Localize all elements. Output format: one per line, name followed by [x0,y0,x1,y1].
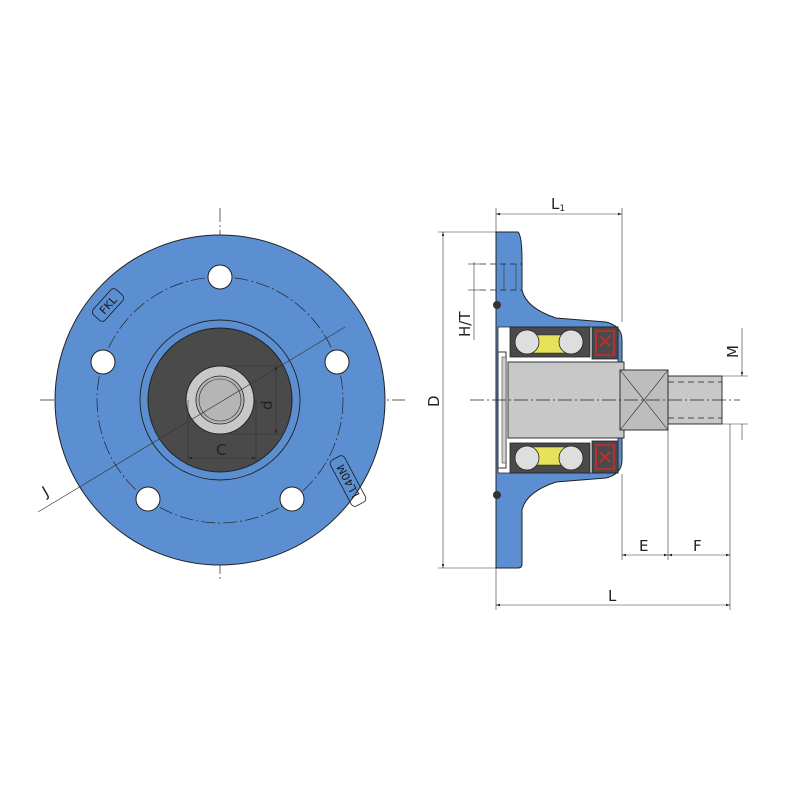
seal-lip [595,330,615,356]
front-view: J d C FKL LL40M [37,208,405,580]
f-label: F [693,537,702,555]
seal-bottom [591,440,619,474]
bolt-holes [90,264,350,512]
m-label: M [724,345,742,358]
shaft-end-inner [195,375,245,425]
lube-point-top [493,301,501,309]
model-stamp-frame [329,455,367,507]
ball [558,445,584,471]
l1-label-sub: 1 [559,204,565,214]
bolt-hole [90,349,116,375]
bolt-hole [279,486,305,512]
bolt-hole [135,486,161,512]
ball-row-bottom [514,445,584,471]
bolt-hole [207,264,233,290]
l-label: L [608,587,617,605]
j-dimension-line [37,326,346,513]
ht-label: H/T [456,311,474,337]
shaft-shoulder-chamfer [619,369,669,431]
e-label: E [639,537,648,555]
hub-outer-ring [139,319,301,481]
d-label: d [258,400,276,410]
seal-lip [595,444,615,470]
d-big-label: D [425,395,443,407]
shaft-end-thread [198,378,242,422]
ball [558,329,584,355]
end-cover-inner [501,356,507,464]
l1-label: L1 [551,195,565,214]
seal-top [591,326,619,360]
bolt-hole [324,349,350,375]
side-section-view: L1 D H/T M E F L [425,195,748,610]
j-label: J [38,483,52,501]
lube-point-bottom [493,491,501,499]
ball [514,329,540,355]
ball-row-top [514,329,584,355]
bolt-hole-section [480,263,522,291]
l1-label-main: L [551,195,560,213]
c-label: C [216,441,226,459]
brand-stamp-frame [91,288,125,322]
ball [514,445,540,471]
